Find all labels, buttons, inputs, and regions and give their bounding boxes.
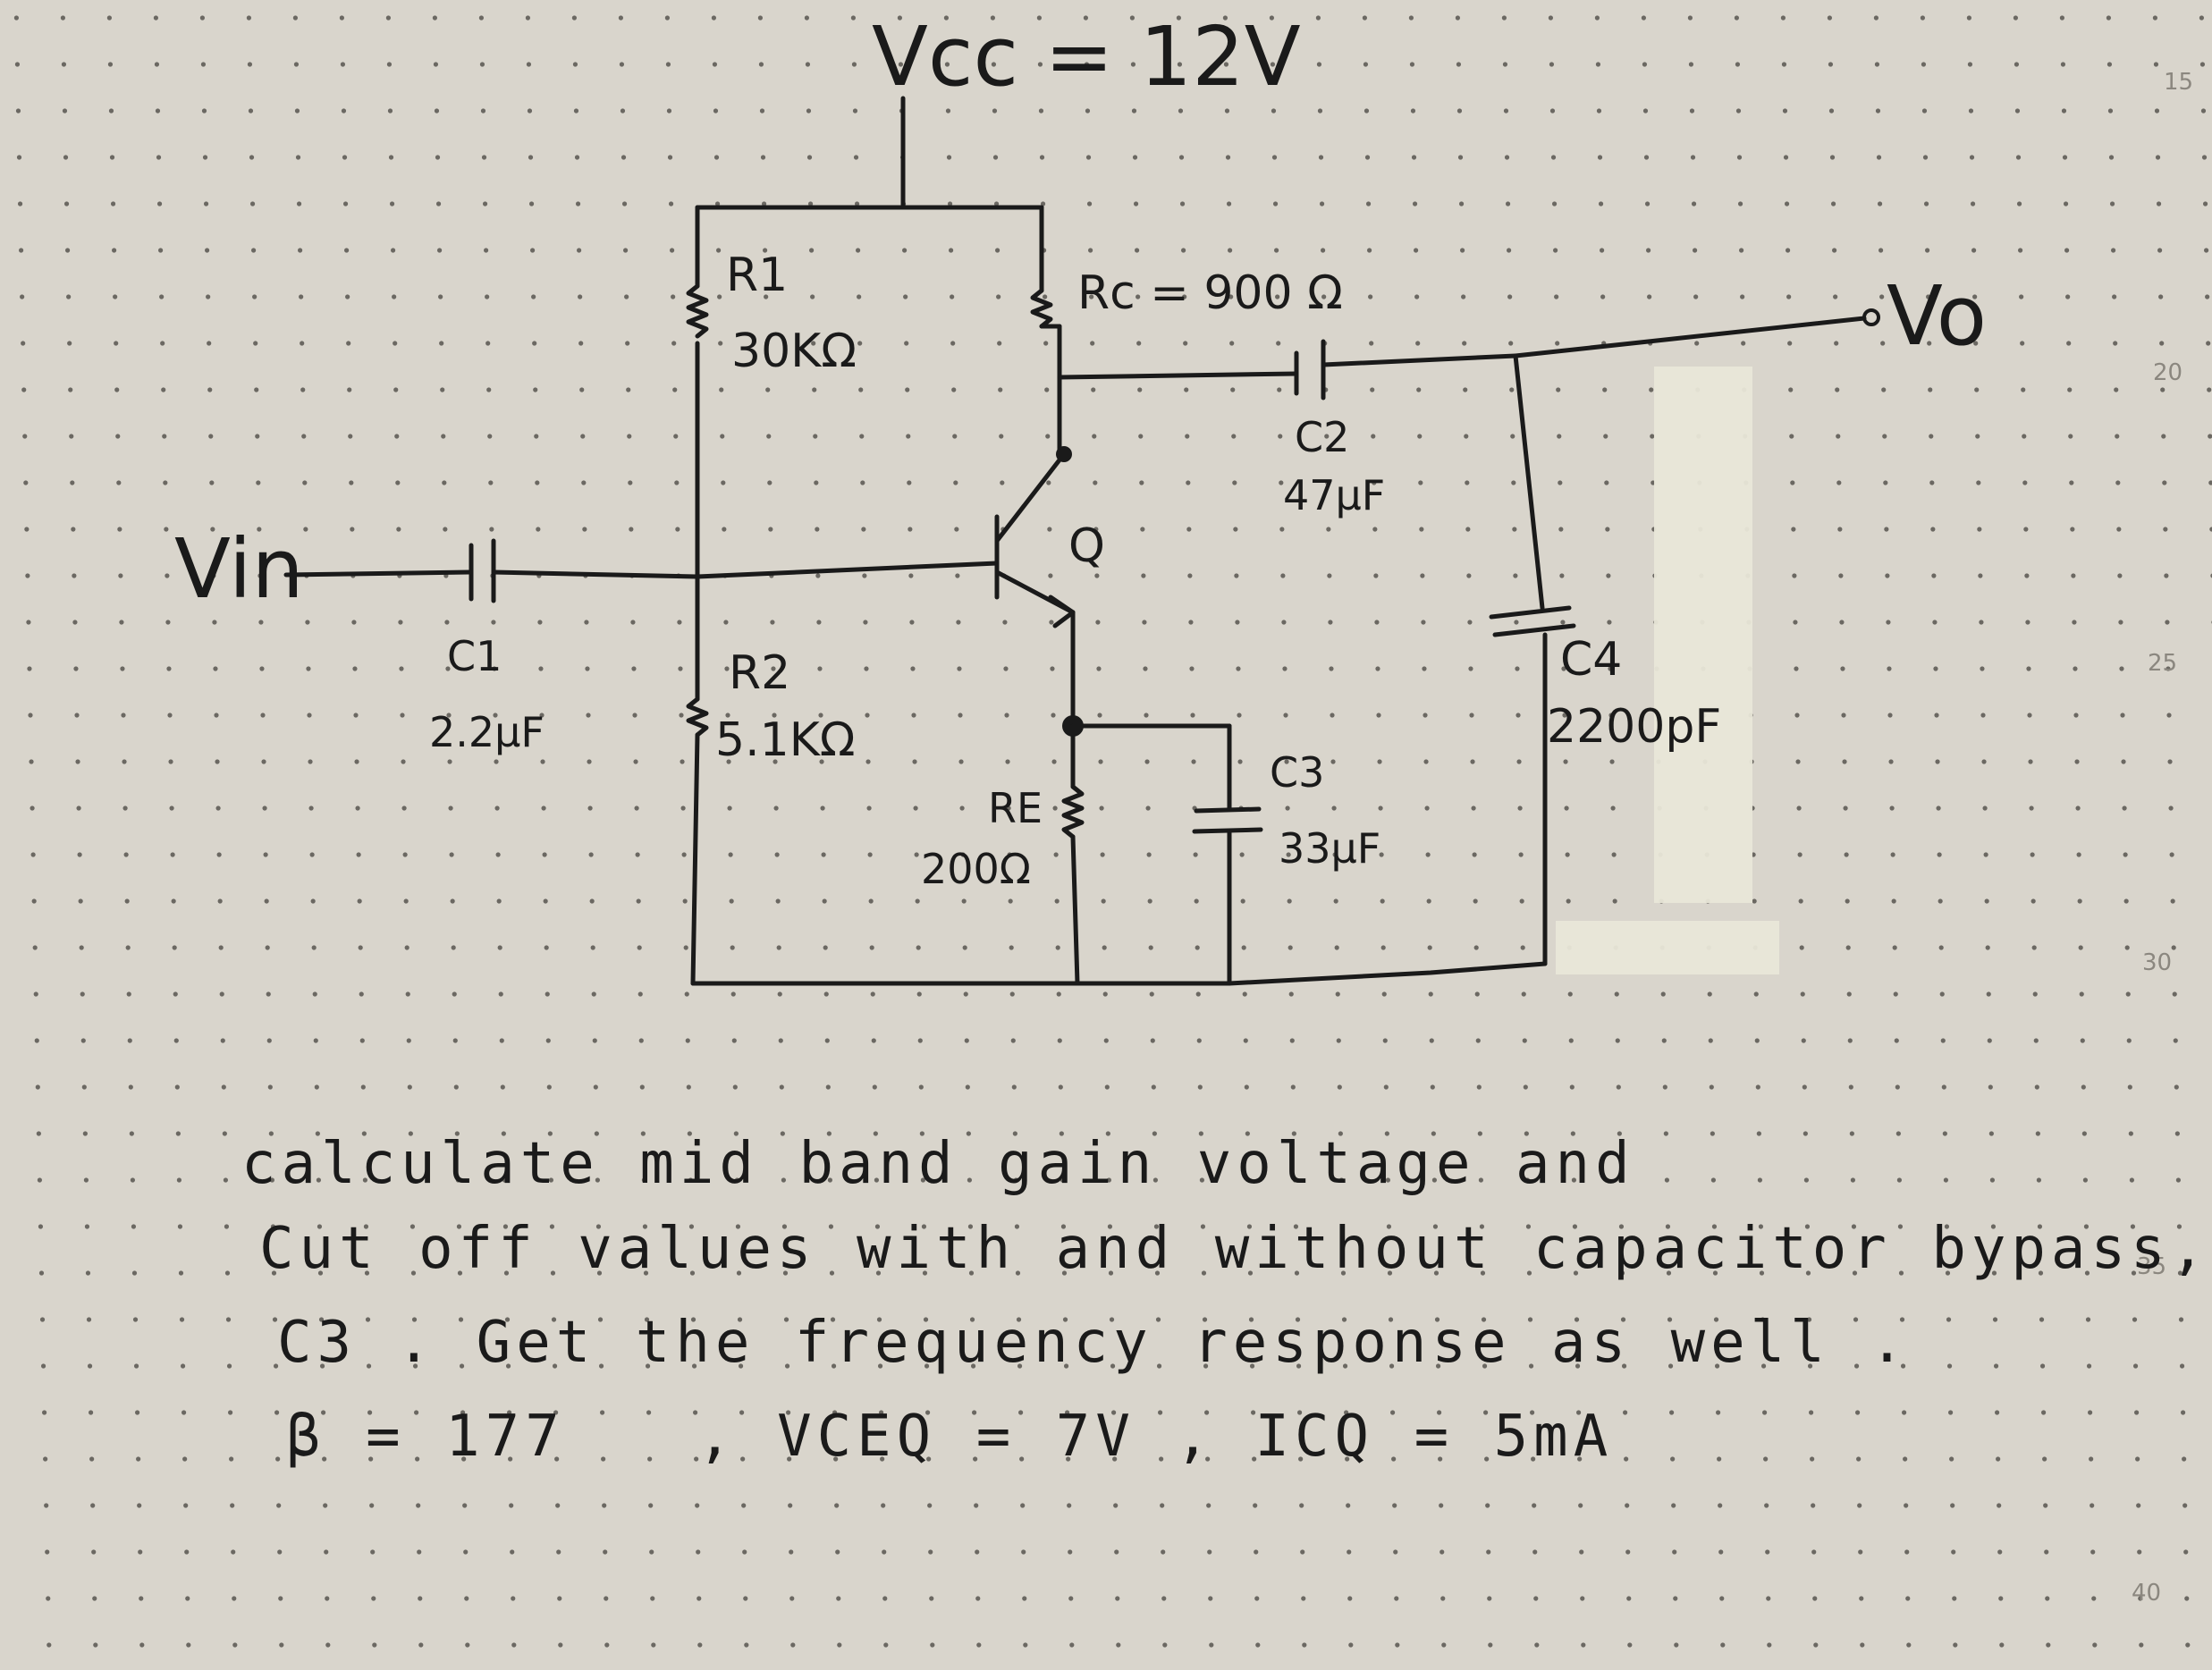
r1-resistor xyxy=(686,283,709,339)
vcc-label: Vcc = 12V xyxy=(872,9,1301,105)
r1-value: 30KΩ xyxy=(731,325,857,378)
r2-name: R2 xyxy=(729,646,790,700)
c2-name: C2 xyxy=(1295,413,1349,461)
margin-number: 25 xyxy=(2148,650,2177,677)
c3-value: 33μF xyxy=(1279,824,1380,873)
question-line-3: C3 . Get the frequency response as well … xyxy=(277,1310,1910,1376)
c4-value: 2200pF xyxy=(1547,700,1721,754)
correction-tape-bottom xyxy=(1556,921,1779,974)
rc-label: Rc = 900 Ω xyxy=(1077,266,1343,320)
c4-plate-top xyxy=(1489,605,1572,620)
c1-name: C1 xyxy=(447,632,502,680)
r1-name: R1 xyxy=(726,249,788,302)
r2-resistor xyxy=(686,696,709,738)
vin-label: Vin xyxy=(174,521,304,617)
vo-terminal xyxy=(1862,308,1880,326)
beta-value: β = 177 xyxy=(286,1404,565,1470)
rc-resistor xyxy=(1030,288,1053,329)
q-label: Q xyxy=(1068,519,1105,573)
question-line-2: Cut off values with and without capacito… xyxy=(259,1216,2211,1282)
operating-point: , VCEQ = 7V , ICQ = 5mA xyxy=(697,1404,1614,1470)
question-line-1: calculate mid band gain voltage and xyxy=(241,1131,1635,1197)
c4-plate-bottom xyxy=(1492,623,1576,637)
margin-number: 30 xyxy=(2142,949,2172,976)
c3-plate-top xyxy=(1194,806,1262,814)
c1-value: 2.2μF xyxy=(429,708,545,756)
ground-rail xyxy=(690,961,1548,986)
margin-number: 20 xyxy=(2153,359,2182,386)
re-value: 200Ω xyxy=(921,845,1031,893)
c3-name: C3 xyxy=(1270,748,1324,797)
vo-label: Vo xyxy=(1887,268,1987,364)
c2-value: 47μF xyxy=(1283,471,1385,519)
r2-value: 5.1KΩ xyxy=(715,713,856,767)
correction-tape xyxy=(1654,367,1752,903)
margin-number: 15 xyxy=(2164,69,2193,96)
margin-number: 40 xyxy=(2132,1580,2161,1607)
re-resistor xyxy=(1061,784,1085,839)
emitter-arrow xyxy=(1048,595,1076,628)
c4-name: C4 xyxy=(1560,633,1622,687)
margin-number: 35 xyxy=(2137,1253,2166,1280)
re-name: RE xyxy=(988,784,1043,832)
